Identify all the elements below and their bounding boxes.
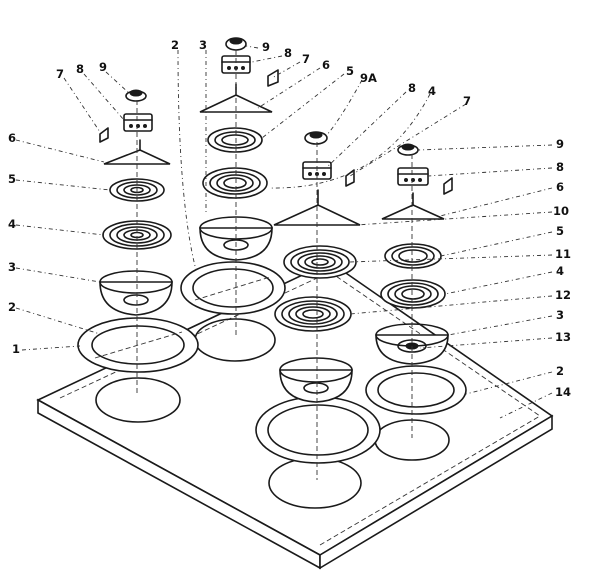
screw-right xyxy=(397,143,419,156)
trim-ring-left-rear xyxy=(180,261,286,315)
callout-3-right: 3 xyxy=(556,308,564,322)
receptacle-block-right xyxy=(397,167,429,186)
coil-element-left-large xyxy=(102,220,172,250)
small-bracket-center xyxy=(267,69,279,87)
callout-9a: 9A xyxy=(360,71,377,85)
callout-8-top: 8 xyxy=(284,46,292,60)
callout-10: 10 xyxy=(553,204,569,218)
callout-3-top: 3 xyxy=(199,38,207,52)
callout-8-left: 8 xyxy=(76,62,84,76)
callout-9-left: 9 xyxy=(99,60,107,74)
callout-8-right: 8 xyxy=(556,160,564,174)
receptacle-block-left xyxy=(123,113,153,132)
callout-9-top: 9 xyxy=(262,40,270,54)
coil-element-front-large xyxy=(274,296,352,332)
callout-5-right: 5 xyxy=(556,224,564,238)
assembly-axes xyxy=(136,50,413,480)
coil-element-center-small xyxy=(207,127,263,153)
callout-12: 12 xyxy=(555,288,571,302)
callout-6-top: 6 xyxy=(322,58,330,72)
trim-ring-right-rear xyxy=(365,365,467,415)
coil-element-right-small xyxy=(384,243,442,269)
callout-6-left: 6 xyxy=(8,131,16,145)
small-bracket-right xyxy=(443,177,453,195)
support-bracket-right xyxy=(381,192,445,220)
trim-ring-left-front xyxy=(77,317,199,373)
callout-4-mid: 4 xyxy=(428,84,436,98)
callout-9-right: 9 xyxy=(556,137,564,151)
callout-5-left: 5 xyxy=(8,172,16,186)
callout-1-left: 1 xyxy=(12,342,20,356)
callout-5-top: 5 xyxy=(346,64,354,78)
trim-ring-right-front-large xyxy=(255,396,381,464)
drip-bowl-front-right xyxy=(279,357,353,403)
callout-labels: 2 3 9 8 7 6 5 9A 8 4 7 7 8 9 6 5 4 3 2 1… xyxy=(8,38,571,399)
clip-9a xyxy=(304,131,328,145)
callout-7-right: 7 xyxy=(463,94,471,108)
callout-3-left: 3 xyxy=(8,260,16,274)
callout-2-right: 2 xyxy=(556,364,564,378)
callout-2-top: 2 xyxy=(171,38,179,52)
screw-center xyxy=(225,37,247,51)
callout-13: 13 xyxy=(555,330,571,344)
callout-6-right: 6 xyxy=(556,180,564,194)
small-bracket-left xyxy=(99,127,109,143)
small-bracket-mid xyxy=(345,169,355,187)
callout-8-mid: 8 xyxy=(408,81,416,95)
coil-element-center-large xyxy=(202,167,268,199)
callout-11: 11 xyxy=(555,247,571,261)
screw-left xyxy=(125,89,147,102)
callout-7-left: 7 xyxy=(56,67,64,81)
callout-14: 14 xyxy=(555,385,571,399)
callout-2-left: 2 xyxy=(8,300,16,314)
coil-element-right-large xyxy=(380,279,446,309)
callout-4-left: 4 xyxy=(8,217,16,231)
leader-lines xyxy=(15,45,553,419)
callout-4-right: 4 xyxy=(556,264,564,278)
drip-bowl-left xyxy=(99,270,173,316)
coil-element-mid-large xyxy=(283,245,357,279)
callout-7-top: 7 xyxy=(302,52,310,66)
